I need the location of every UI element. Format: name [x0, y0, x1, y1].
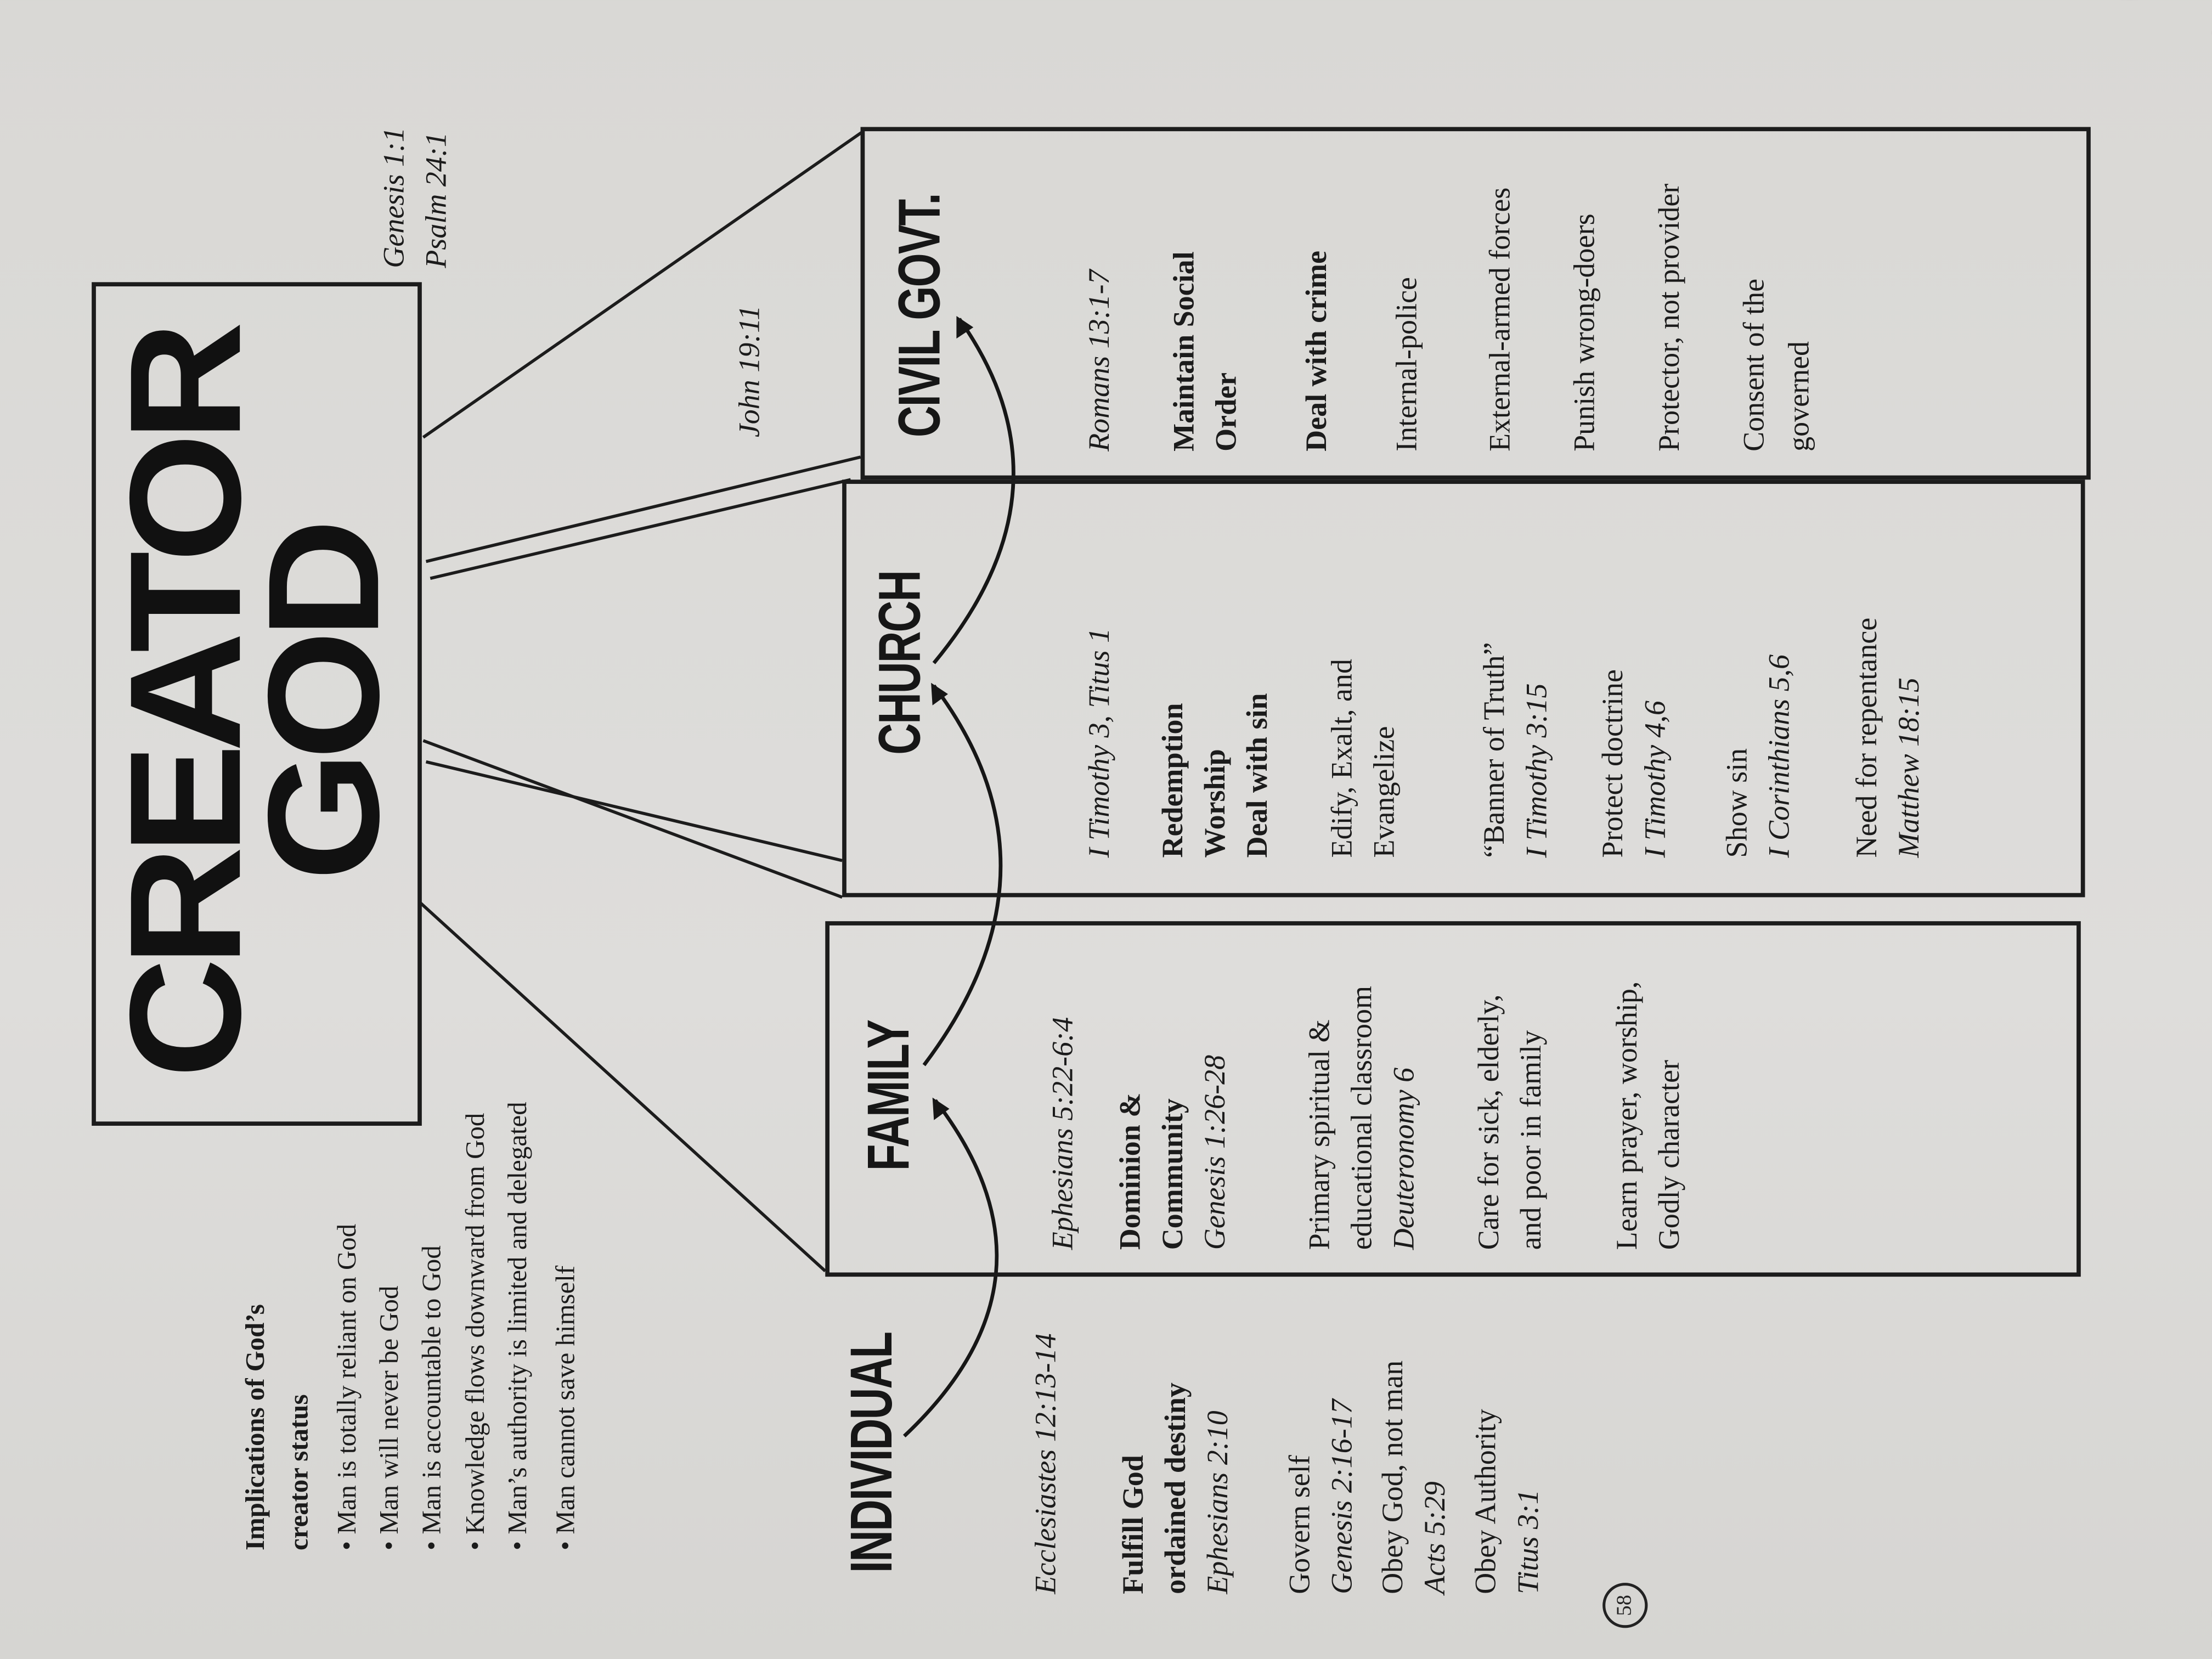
implications-heading: Implications of God’s — [241, 1304, 271, 1551]
implication-item: • Man is accountable to God — [417, 1245, 448, 1551]
creator-god-box: CREATOR GOD — [92, 282, 422, 1126]
column-text: educational classroom — [1344, 985, 1379, 1250]
john-ref: John 19:11 — [732, 305, 766, 438]
column-text: Govern self — [1282, 1455, 1317, 1594]
scripture-ref: I Corinthians 5,6 — [1762, 654, 1796, 858]
scripture-ref: Genesis 1:26-28 — [1198, 1054, 1232, 1250]
implication-item: • Knowledge flows downward from God — [461, 1113, 491, 1551]
column-text: Fulfill God — [1115, 1455, 1150, 1594]
column-text: Maintain Social — [1166, 251, 1201, 452]
arrowhead-icon — [932, 1097, 950, 1120]
scripture-ref: Deuteronomy 6 — [1386, 1067, 1421, 1250]
implication-item: • Man is totally reliant on God — [332, 1223, 363, 1551]
column-text: Protect doctrine — [1595, 669, 1629, 858]
title-ref: Psalm 24:1 — [419, 132, 453, 268]
column-text: Care for sick, elderly, — [1471, 994, 1505, 1250]
column-text: Godly character — [1652, 1059, 1686, 1250]
column-text: governed — [1781, 341, 1816, 452]
scripture-ref: I Timothy 3:15 — [1519, 683, 1554, 858]
scripture-ref: Genesis 2:16-17 — [1324, 1399, 1359, 1594]
column-text: Community — [1155, 1098, 1189, 1250]
column-text: Protector, not provider — [1652, 183, 1686, 452]
family-box — [825, 921, 2081, 1277]
scripture-ref: Matthew 18:15 — [1892, 677, 1926, 858]
arrowhead-icon — [931, 682, 948, 706]
column-text: Deal with sin — [1240, 693, 1274, 858]
scripture-ref: Ephesians 2:10 — [1200, 1410, 1234, 1594]
scripture-ref: I Timothy 4,6 — [1638, 700, 1672, 858]
arrow-church-to-civil — [932, 318, 1015, 664]
connector-line — [425, 455, 861, 563]
scripture-ref: Titus 3:1 — [1510, 1489, 1545, 1594]
implication-item: • Man cannot save himself — [551, 1265, 582, 1551]
heading-civil-govt: CIVIL GOVT. — [885, 194, 952, 438]
arrowhead-icon — [956, 316, 974, 339]
column-text: and poor in family — [1514, 1030, 1548, 1250]
scripture-ref: Ecclesiastes 12:13-14 — [1028, 1333, 1063, 1594]
column-text: Obey Authority — [1468, 1409, 1503, 1594]
connector-line — [430, 478, 851, 580]
column-text: Obey God, not man — [1375, 1360, 1409, 1594]
scripture-ref: Ephesians 5:22-6:4 — [1045, 1017, 1080, 1250]
column-text: Order — [1209, 372, 1243, 452]
connector-line — [425, 760, 843, 862]
column-text: Redemption — [1155, 703, 1189, 858]
title-creator: CREATOR — [98, 330, 275, 1079]
arrow-family-to-church — [922, 684, 1003, 1066]
title-god: GOD — [236, 527, 413, 881]
column-text: Worship — [1198, 749, 1232, 858]
column-text: Learn prayer, worship, — [1609, 981, 1644, 1250]
column-text: Deal with crime — [1299, 250, 1333, 452]
column-text: External-armed forces — [1482, 187, 1517, 452]
column-text: Punish wrong-doers — [1567, 213, 1601, 452]
column-text: Primary spiritual & — [1302, 1019, 1336, 1250]
scripture-ref: Acts 5:29 — [1418, 1481, 1452, 1594]
heading-church: CHURCH — [866, 571, 933, 755]
column-text: ordained destiny — [1158, 1383, 1192, 1594]
column-text: Edify, Exalt, and — [1324, 659, 1359, 858]
column-text: Internal-police — [1389, 277, 1424, 452]
implication-item: • Man’s authority is limited and delegat… — [503, 1102, 533, 1551]
column-text: Show sin — [1719, 748, 1754, 858]
connector-line — [422, 739, 843, 899]
column-text: Consent of the — [1736, 278, 1771, 452]
connector-line — [419, 901, 827, 1272]
heading-family: FAMILY — [855, 1020, 922, 1171]
column-text: Dominion & — [1113, 1092, 1147, 1250]
heading-individual: INDIVIDUAL — [838, 1332, 905, 1573]
title-ref: Genesis 1:1 — [376, 127, 411, 268]
scripture-ref: Romans 13:1-7 — [1082, 269, 1116, 452]
implications-heading: creator status — [285, 1394, 315, 1551]
column-text: “Banner of Truth” — [1477, 642, 1511, 858]
scripture-ref: I Timothy 3, Titus 1 — [1082, 628, 1116, 858]
column-text: Evangelize — [1367, 726, 1401, 858]
civil-govt-box — [860, 127, 2091, 480]
page-number: 58 — [1602, 1583, 1648, 1628]
implication-item: • Man will never be God — [375, 1285, 405, 1551]
arrow-individual-to-family — [902, 1099, 999, 1438]
column-text: Need for repentance — [1849, 617, 1883, 858]
connector-line — [422, 129, 865, 439]
